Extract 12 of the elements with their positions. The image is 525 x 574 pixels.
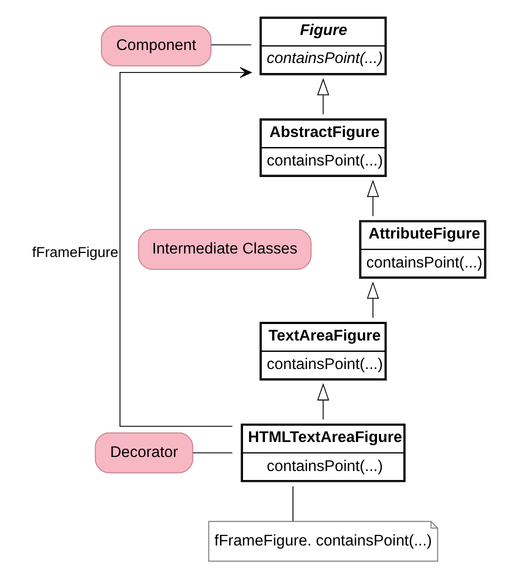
- node-box: Component: [100, 25, 212, 66]
- connector: [210, 44, 252, 46]
- arrow: [317, 383, 330, 420]
- node-box: Decorator: [94, 432, 194, 474]
- arrow: [366, 281, 379, 318]
- arrow: [120, 67, 252, 427]
- connector: [292, 486, 294, 522]
- arrow: [317, 78, 330, 115]
- connector: [192, 452, 233, 454]
- edge-label: fFrameFigure: [32, 244, 118, 261]
- arrow: [366, 180, 379, 217]
- node-box: Intermediate Classes: [138, 228, 312, 270]
